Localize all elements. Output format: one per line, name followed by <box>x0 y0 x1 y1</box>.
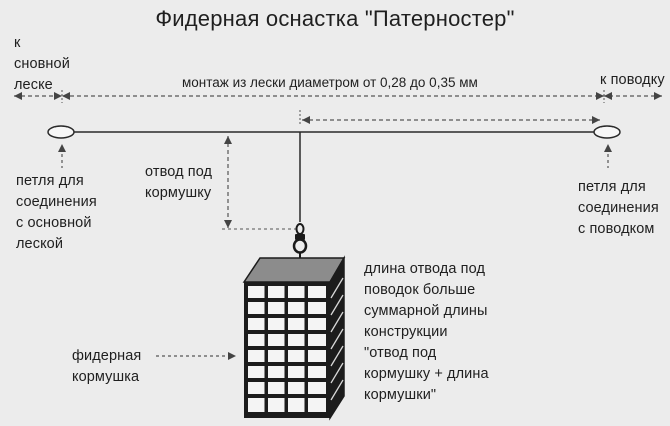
to-main-line-label: к сновной леске <box>14 35 70 93</box>
diagram-title: Фидерная оснастка "Патерностер" <box>155 6 515 31</box>
left-loop-label: петля для соединения с основной леской <box>16 173 97 252</box>
left-loop <box>47 125 75 139</box>
branch-length-note: длина отвода под поводок больше суммарно… <box>364 261 489 403</box>
rig-length-dimension <box>14 90 662 103</box>
feeder-pointer <box>156 352 236 360</box>
left-loop-pointer <box>58 144 66 168</box>
feeder-branch-label: отвод под кормушку <box>145 164 213 201</box>
feeder-cage <box>242 255 346 421</box>
to-leader-label: к поводку <box>600 72 665 88</box>
right-loop <box>593 125 621 139</box>
branch-length-dimension <box>222 136 296 230</box>
leader-length-dimension <box>299 110 600 124</box>
right-loop-pointer <box>604 144 612 168</box>
right-loop-label: петля для соединения с поводком <box>578 179 659 237</box>
rig-length-label: монтаж из лески диаметром от 0,28 до 0,3… <box>178 75 482 90</box>
swivel-clip <box>292 223 308 258</box>
feeder-label: фидерная кормушка <box>72 348 142 385</box>
